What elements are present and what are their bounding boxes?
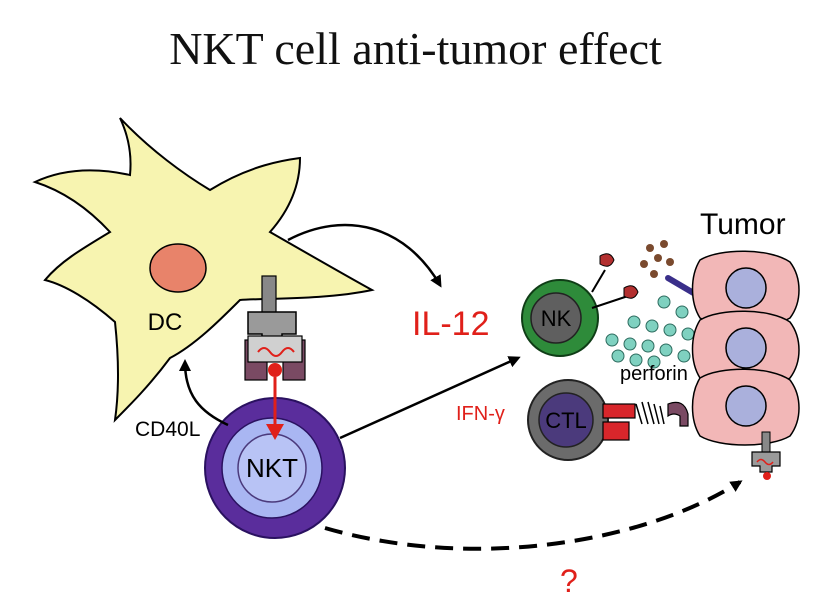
tumor-cells <box>691 250 800 446</box>
nkt-label: NKT <box>246 453 298 483</box>
unknown-mechanism-label: ? <box>560 563 578 596</box>
tumor-antigen-dot <box>763 472 771 480</box>
ctl-core <box>538 392 594 448</box>
tumor-label: Tumor <box>700 208 786 241</box>
mhc-antigen-bundle <box>635 401 665 425</box>
tumor-cd1d-stalk <box>761 431 771 455</box>
nkt-to-nk-arrow <box>339 356 521 440</box>
cd40l-label: CD40L <box>135 418 200 441</box>
tumor-nucleus-middle <box>725 327 767 369</box>
nk-receptor-head-2 <box>623 285 639 299</box>
nk-receptor-head-1 <box>599 253 615 267</box>
ctl-tcr-upper <box>602 403 636 419</box>
glycolipid-squiggle <box>257 347 295 357</box>
perforin-label: perforin <box>620 363 688 385</box>
tcr-bridge <box>247 335 303 363</box>
nkt-to-tumor-dashed-arrow <box>324 480 743 551</box>
ctl-label: CTL <box>545 408 587 433</box>
glycolipid-antigen <box>268 363 282 377</box>
ctl-tcr-lower <box>602 421 630 441</box>
nk-label: NK <box>541 306 572 331</box>
tumor-glycolipid <box>756 458 774 466</box>
cd40l-arrow <box>179 359 229 427</box>
dc-label: DC <box>148 309 183 336</box>
page-title: NKT cell anti-tumor effect <box>169 23 662 74</box>
tumor-cd1d-molecule <box>751 451 781 473</box>
dc-to-il12-arrow <box>287 223 442 288</box>
nk-receptor <box>591 269 629 309</box>
dc-nucleus <box>149 243 207 293</box>
mhc-molecule <box>667 401 689 427</box>
perforin-beads <box>605 295 695 369</box>
il12-label: IL-12 <box>412 305 490 343</box>
cd1d-stalk <box>261 275 277 317</box>
nk-core <box>530 292 582 344</box>
activation-arrowhead <box>266 424 284 440</box>
ligand-cluster <box>640 240 674 278</box>
ifn-gamma-label: IFN-γ <box>456 403 505 425</box>
tumor-nucleus-top <box>725 267 767 309</box>
tumor-nucleus-bottom <box>725 385 767 427</box>
